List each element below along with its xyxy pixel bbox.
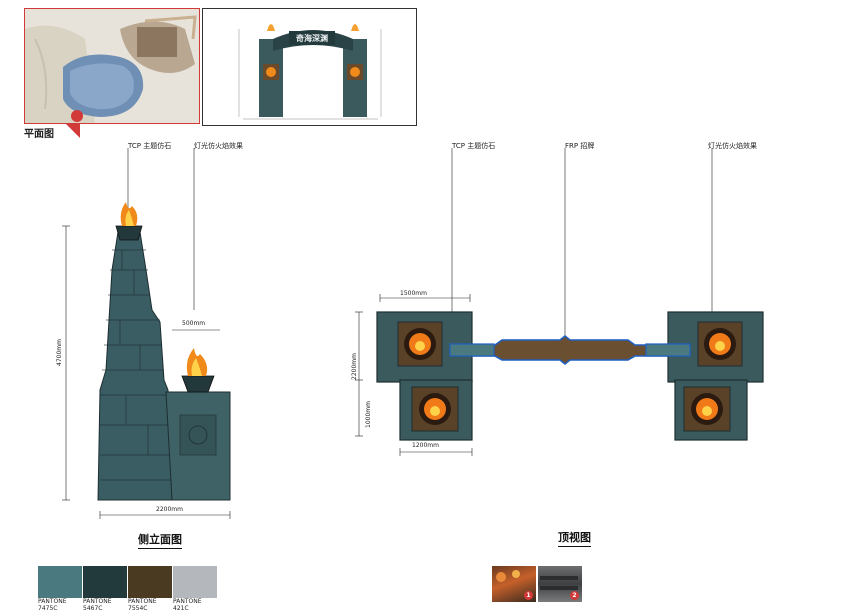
top-view-title: 顶视图 <box>558 529 591 547</box>
plan-thumbnail[interactable] <box>24 8 200 124</box>
photo-number-2: 2 <box>570 591 579 600</box>
arch-sign-text: 奇海深渊 <box>296 33 328 43</box>
top-view-drawing <box>355 148 764 456</box>
swatch-3 <box>128 566 172 598</box>
top-callout-sign: FRP 招牌 <box>565 142 595 150</box>
elevation-thumbnail[interactable]: 奇海深渊 <box>202 8 417 126</box>
swatch-1 <box>38 566 82 598</box>
reference-photo-2[interactable]: 2 <box>538 566 582 602</box>
plan-map-image <box>25 9 199 123</box>
swatch-label-4: PANTONE 421C <box>173 598 202 612</box>
reference-photo-1[interactable]: 1 <box>492 566 536 602</box>
top-dim-v2: 1000mm <box>365 401 372 428</box>
plan-label: 平面图 <box>24 129 54 140</box>
swatch-label-3: PANTONE 7554C <box>128 598 157 612</box>
swatch-4 <box>173 566 217 598</box>
top-dim-top: 1500mm <box>400 290 427 297</box>
swatch-label-1: PANTONE 7475C <box>38 598 67 612</box>
red-triangle-marker <box>66 124 80 138</box>
side-callout-stone: TCP 主题仿石 <box>128 142 172 150</box>
top-callout-stone: TCP 主题仿石 <box>452 142 496 150</box>
side-dim-small: 500mm <box>182 320 206 327</box>
side-elevation-drawing <box>62 148 231 519</box>
top-dim-v1: 2200mm <box>351 353 358 380</box>
top-dim-bottom: 1200mm <box>412 442 439 449</box>
arch-elevation-image: 奇海深渊 <box>238 24 382 120</box>
swatch-label-2: PANTONE 5467C <box>83 598 112 612</box>
swatch-2 <box>83 566 127 598</box>
side-callout-fire: 灯光仿火焰效果 <box>194 142 243 150</box>
top-callout-fire: 灯光仿火焰效果 <box>708 142 757 150</box>
photo-number-1: 1 <box>524 591 533 600</box>
side-dim-width: 2200mm <box>156 506 183 513</box>
side-view-title: 侧立面图 <box>138 531 182 549</box>
side-dim-height: 4700mm <box>56 339 63 366</box>
